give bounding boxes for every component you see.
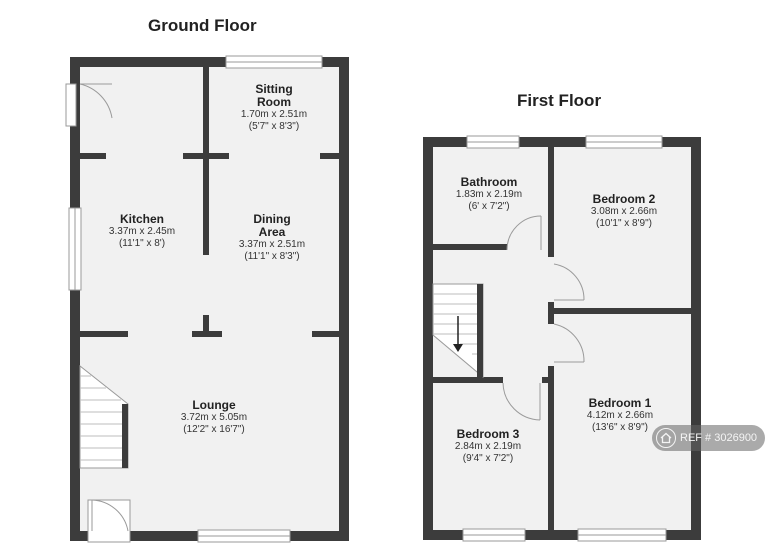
interior-wall: [433, 377, 503, 383]
interior-wall: [320, 153, 339, 159]
ground-left-wall: [70, 57, 80, 541]
ground-floor-title: Ground Floor: [148, 16, 257, 35]
window: [577, 528, 667, 542]
door: [502, 382, 541, 421]
window: [466, 135, 520, 149]
interior-wall: [554, 308, 691, 314]
door: [506, 215, 542, 251]
room-label-lounge: Lounge 3.72m x 5.05m (12'2" x 16'7"): [180, 398, 248, 436]
arrow-down-icon: [453, 316, 463, 352]
reference-text: REF # 3026900: [680, 432, 758, 444]
window: [462, 528, 526, 542]
room-label-bedroom-3: Bedroom 3 2.84m x 2.19m (9'4" x 7'2"): [454, 427, 522, 465]
ground-floor-plan: [65, 55, 349, 543]
interior-wall: [192, 331, 222, 337]
ground-top-wall: [70, 57, 349, 67]
room-label-bathroom: Bathroom 1.83m x 2.19m (6' x 7'2"): [455, 175, 523, 213]
ground-right-wall: [339, 57, 349, 541]
interior-wall: [203, 67, 209, 255]
house-icon: [656, 428, 676, 448]
interior-wall: [433, 244, 507, 250]
interior-wall: [548, 366, 554, 530]
first-bottom-wall: [423, 530, 701, 540]
interior-wall: [542, 377, 554, 383]
door: [553, 263, 585, 301]
interior-wall: [312, 331, 339, 337]
first-top-wall: [423, 137, 701, 147]
room-label-bedroom-2: Bedroom 2 3.08m x 2.66m (10'1" x 8'9"): [590, 192, 658, 230]
door: [87, 499, 131, 543]
staircase: [79, 364, 129, 469]
first-floor-title: First Floor: [517, 91, 602, 110]
window: [585, 135, 663, 149]
window: [225, 55, 323, 69]
window: [197, 529, 291, 543]
staircase: [432, 283, 484, 379]
door: [553, 323, 585, 363]
first-right-wall: [691, 137, 701, 540]
reference-badge: REF # 3026900: [652, 425, 766, 451]
first-left-wall: [423, 137, 433, 540]
first-floor-plan: [423, 135, 701, 542]
interior-wall: [80, 153, 106, 159]
room-label-bedroom-1: Bedroom 1 4.12m x 2.66m (13'6" x 8'9"): [586, 396, 654, 434]
interior-wall: [548, 302, 554, 324]
interior-wall: [203, 315, 209, 337]
window: [68, 207, 82, 291]
door: [65, 83, 113, 127]
interior-wall: [183, 153, 229, 159]
room-label-kitchen: Kitchen 3.37m x 2.45m (11'1" x 8'): [108, 212, 176, 250]
interior-wall: [80, 331, 128, 337]
interior-wall: [548, 147, 554, 257]
